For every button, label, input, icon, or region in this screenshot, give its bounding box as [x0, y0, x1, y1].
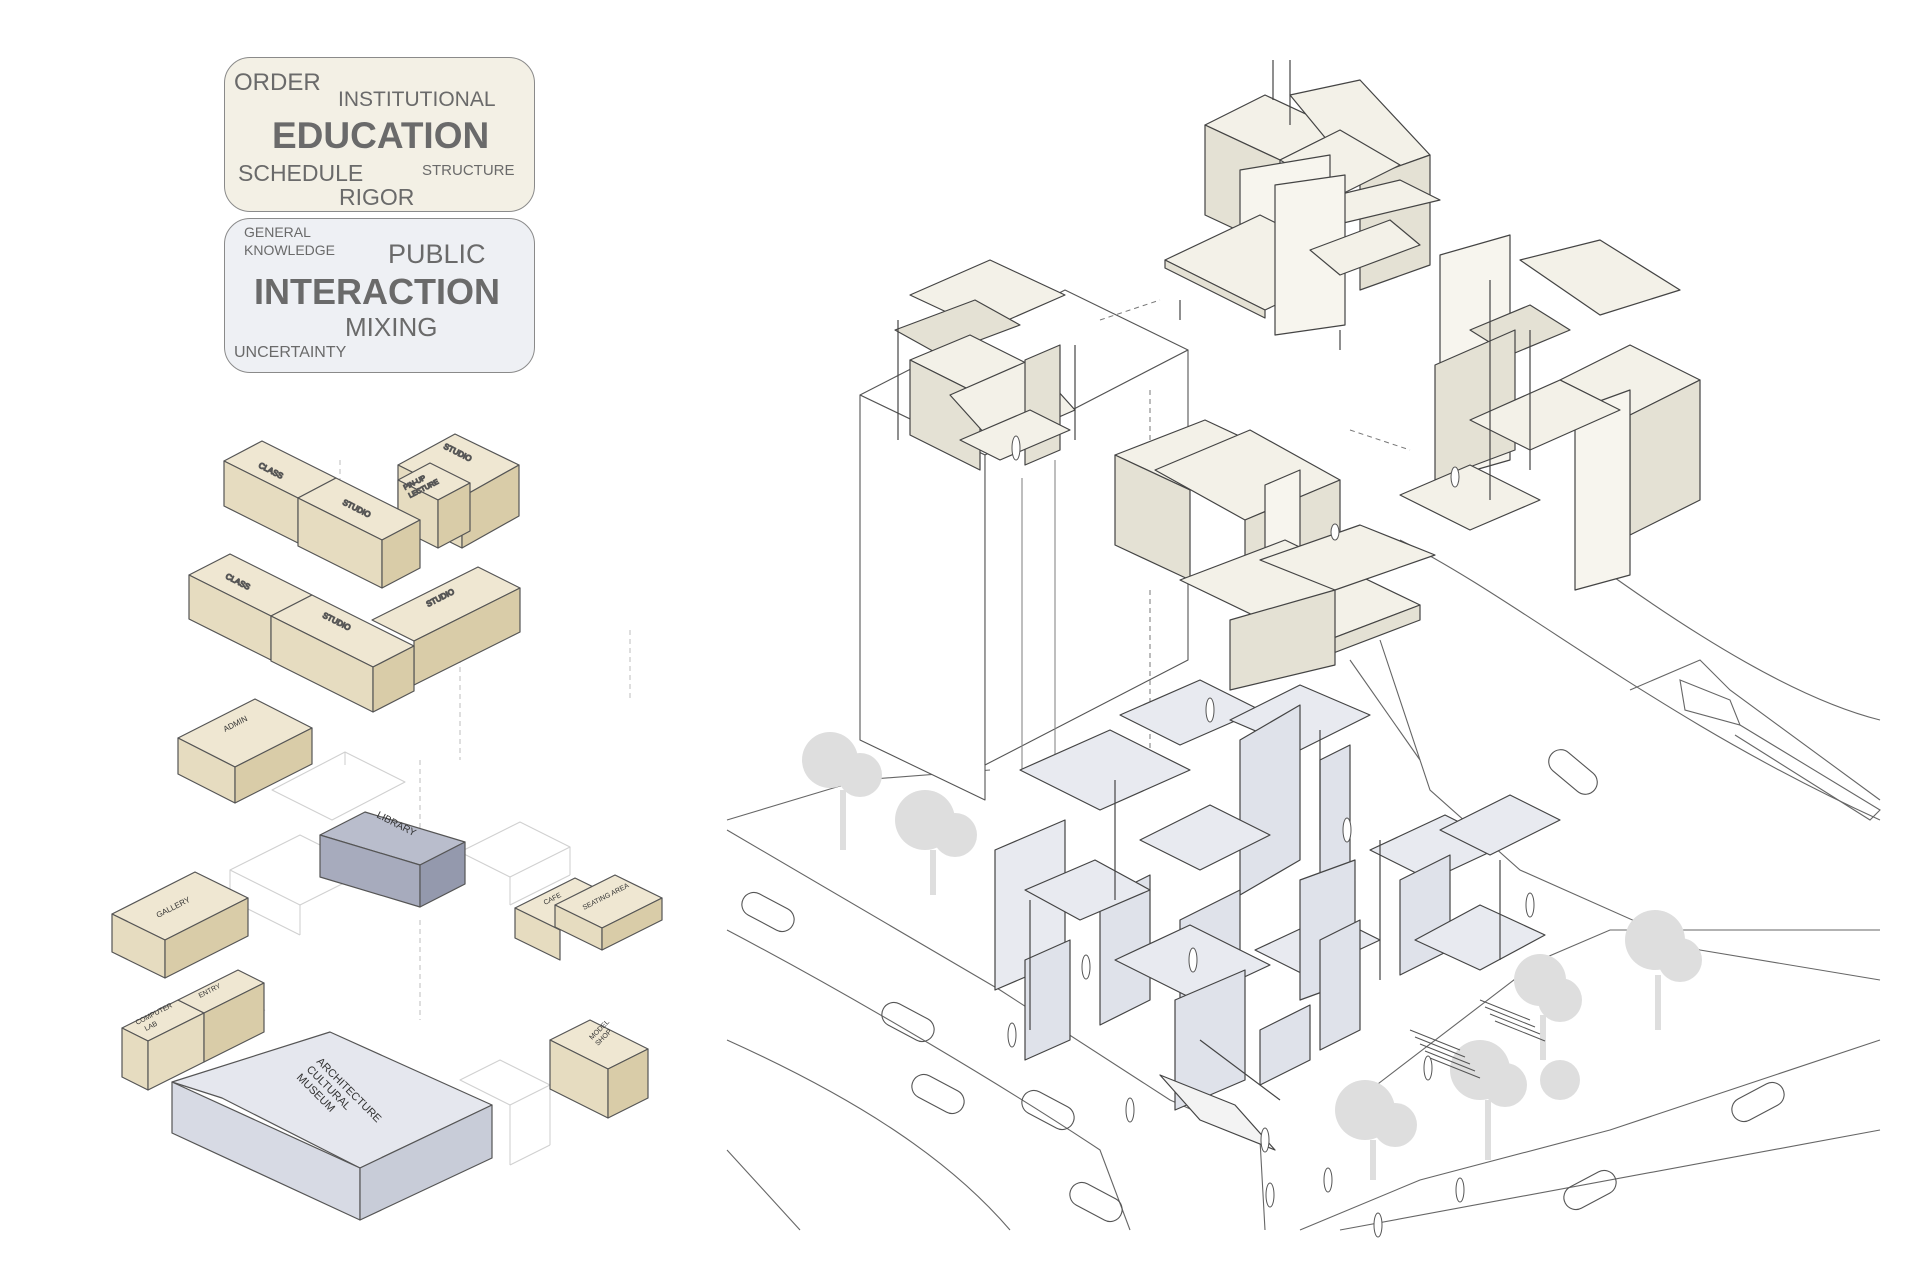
word-public: PUBLIC — [388, 239, 486, 269]
trees — [802, 732, 1702, 1180]
word-education: EDUCATION — [272, 115, 490, 156]
module-cluster-center — [1114, 419, 1436, 691]
word-cloud-interaction: GENERAL KNOWLEDGE PUBLIC INTERACTION MIX… — [224, 218, 535, 373]
word-rigor: RIGOR — [339, 184, 415, 210]
module-cluster-right — [1399, 234, 1701, 591]
word-cloud-education: ORDER INSTITUTIONAL EDUCATION SCHEDULE S… — [224, 57, 535, 212]
ground-level: GALLERY COMPUTER LAB ENTRY ARCHITECTURE … — [111, 871, 649, 1221]
word-general: GENERAL — [244, 224, 311, 240]
studio-group-second: CLASS STUDIO STUDIO — [188, 553, 521, 713]
box-seating-right — [601, 897, 663, 951]
box-museum-right — [359, 1104, 493, 1221]
box-gallery-right — [164, 897, 249, 979]
box-pinup-right — [437, 482, 471, 549]
box-model-shop-right — [607, 1048, 649, 1119]
box-cafe-left — [514, 907, 561, 961]
box-entry-right — [203, 982, 265, 1063]
main-complex — [994, 679, 1561, 1151]
word-institutional: INSTITUTIONAL — [338, 88, 496, 111]
word-mixing: MIXING — [345, 312, 438, 342]
box-studio2-right — [372, 645, 415, 713]
word-interaction: INTERACTION — [254, 271, 500, 312]
word-knowledge: KNOWLEDGE — [244, 242, 336, 258]
box-studio-center-right — [381, 519, 421, 589]
studio-group-top: CLASS STUDIO PIN-UP LECTURE STUDIO — [223, 433, 520, 589]
word-schedule: SCHEDULE — [238, 160, 364, 186]
module-cluster-top — [1164, 60, 1441, 350]
box-admin-right — [234, 727, 313, 804]
word-order: ORDER — [234, 69, 321, 96]
library-level: ADMIN LIBRARY CAFE SEATING AREA — [177, 698, 663, 961]
box-library-right — [419, 841, 466, 908]
people — [1007, 435, 1535, 1238]
cars — [741, 749, 1785, 1223]
module-cluster-left — [894, 259, 1076, 471]
street-lines — [726, 539, 1881, 1231]
word-uncertainty: UNCERTAINTY — [234, 344, 347, 361]
stairs — [1409, 999, 1546, 1079]
word-structure: STRUCTURE — [422, 162, 515, 179]
